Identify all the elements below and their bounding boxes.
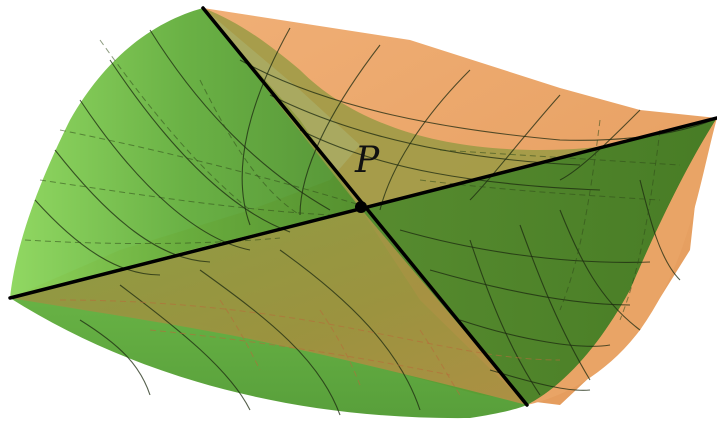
surface-grid-dashed [24,39,681,396]
overlap-region-upper [203,8,717,208]
overlap-region-lower [10,208,527,405]
orange-rim-right [527,118,717,405]
point-p-label: P [354,140,380,181]
point-p-marker [355,201,367,213]
green-surface-right [360,118,717,405]
green-surface-left [10,8,360,298]
